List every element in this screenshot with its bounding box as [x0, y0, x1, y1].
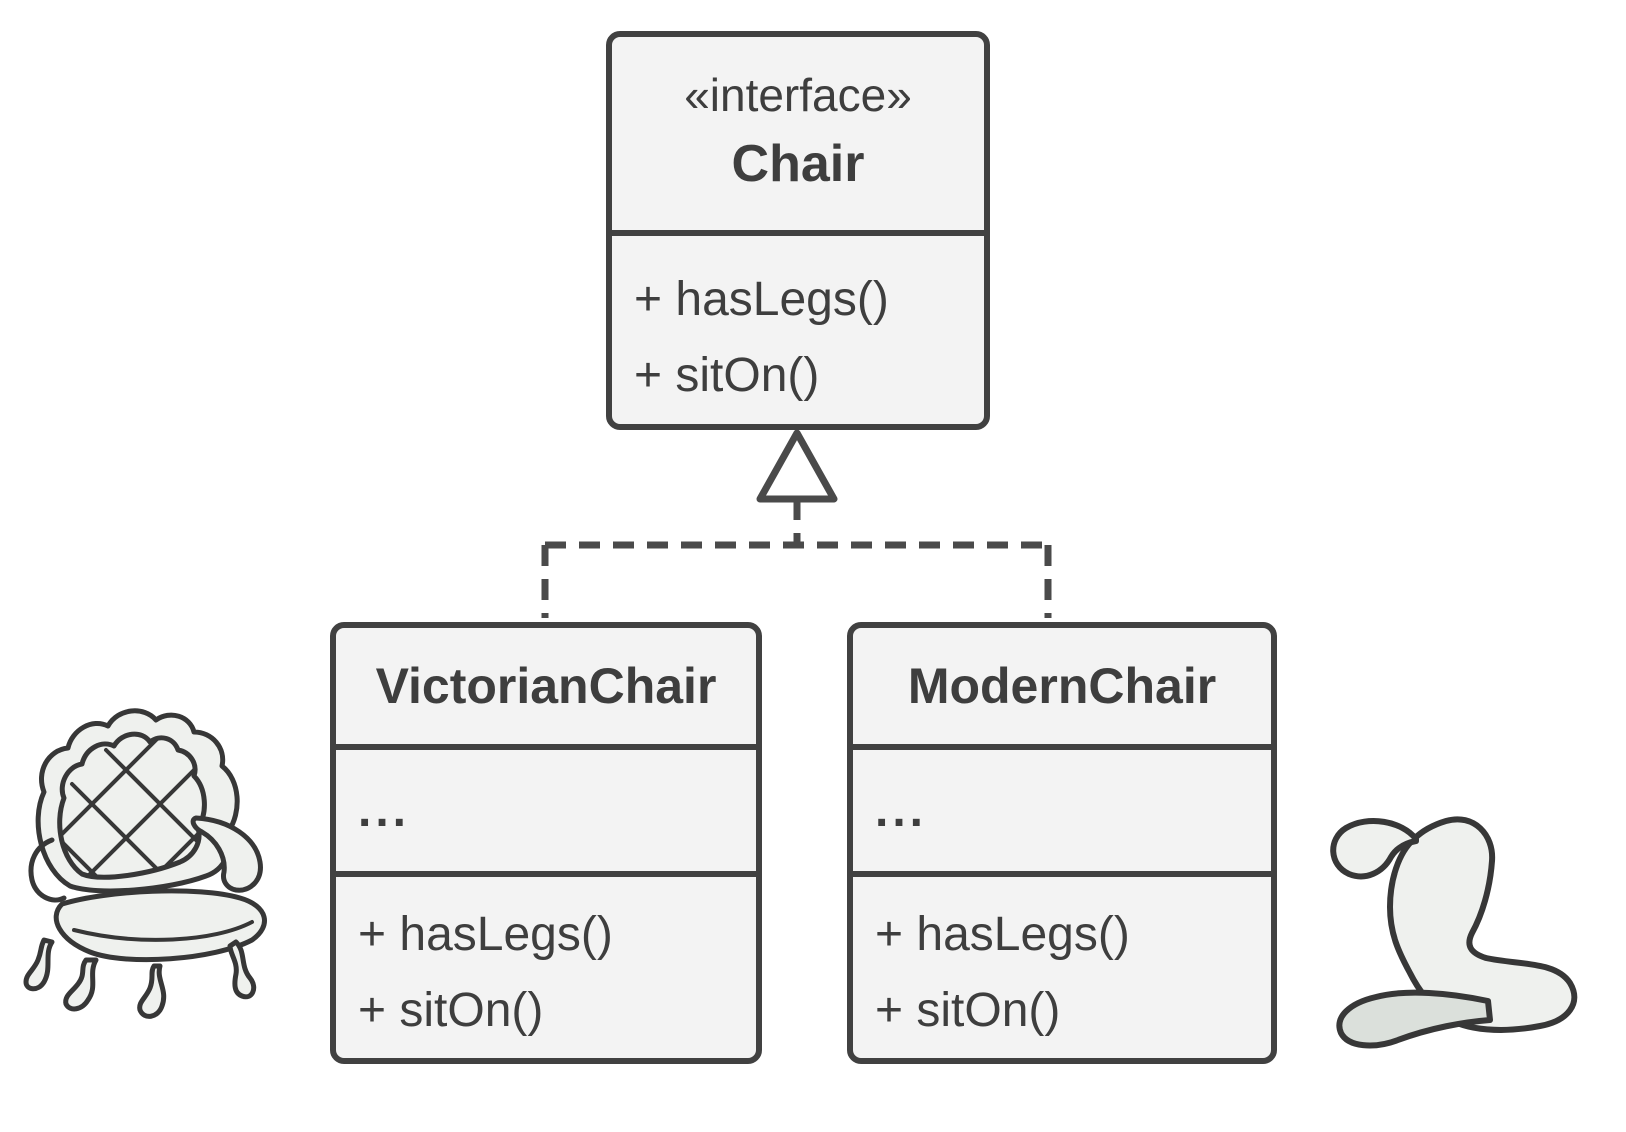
interface-stereotype: «interface»	[684, 69, 912, 122]
victorian-armchair-illustration	[23, 708, 267, 1019]
modern-method-hasLegs: + hasLegs()	[875, 908, 1130, 961]
modern-chair-body	[1387, 816, 1578, 1033]
modern-attributes-compartment: ...	[853, 744, 1271, 871]
victorian-method-sitOn: + sitOn()	[358, 984, 544, 1037]
modern-chair-class-box: ModernChair ... + hasLegs() + sitOn()	[847, 622, 1277, 1064]
chair-left-arm	[28, 837, 67, 903]
chair-leg-front-left	[63, 957, 99, 1012]
victorian-attributes-compartment: ...	[336, 744, 756, 871]
interface-method-sitOn: + sitOn()	[634, 349, 820, 402]
chair-leg-right	[227, 939, 257, 1000]
modern-methods-compartment: + hasLegs() + sitOn()	[853, 871, 1271, 1058]
chair-right-arm	[190, 815, 263, 893]
victorian-class-name: VictorianChair	[375, 658, 717, 714]
realization-dashed-lines	[541, 499, 1052, 618]
modern-class-name: ModernChair	[907, 658, 1217, 714]
victorian-attributes-ellipsis: ...	[358, 784, 411, 837]
interface-title-compartment: «interface» Chair	[612, 37, 984, 230]
interface-method-hasLegs: + hasLegs()	[634, 273, 889, 326]
modern-title-compartment: ModernChair	[853, 628, 1271, 744]
modern-chair-illustration	[1330, 816, 1578, 1049]
realization-arrowhead-icon	[756, 429, 838, 503]
victorian-methods-compartment: + hasLegs() + sitOn()	[336, 871, 756, 1058]
chair-seat-seam	[72, 920, 254, 942]
victorian-chair-class-box: VictorianChair ... + hasLegs() + sitOn()	[330, 622, 762, 1064]
modern-attributes-ellipsis: ...	[875, 784, 928, 837]
modern-chair-foot	[1336, 989, 1493, 1049]
chair-back-tufting	[57, 731, 207, 880]
interface-name: Chair	[731, 135, 865, 194]
interface-methods-compartment: + hasLegs() + sitOn()	[612, 230, 984, 424]
victorian-title-compartment: VictorianChair	[336, 628, 756, 744]
modern-chair-curl	[1330, 818, 1419, 880]
victorian-method-hasLegs: + hasLegs()	[358, 908, 613, 961]
chair-leg-front-center	[137, 963, 167, 1019]
interface-chair-box: «interface» Chair + hasLegs() + sitOn()	[606, 31, 990, 430]
modern-method-sitOn: + sitOn()	[875, 984, 1061, 1037]
chair-leg-left	[23, 937, 55, 992]
chair-seat-cushion	[53, 888, 267, 963]
